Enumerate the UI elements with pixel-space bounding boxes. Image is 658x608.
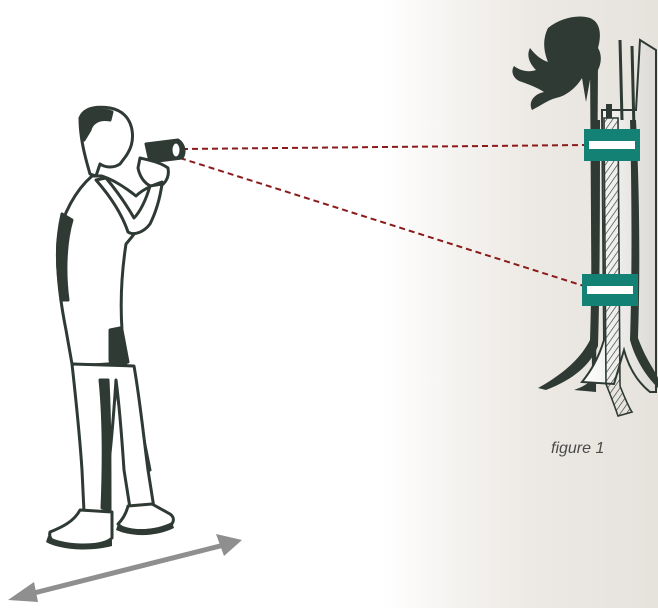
upper-marker	[584, 129, 640, 161]
tree-trunk-icon	[512, 16, 658, 416]
upper-sight-line	[182, 145, 586, 149]
man-with-sighting-instrument-icon	[46, 107, 184, 549]
sight-lines	[180, 145, 586, 286]
lower-sight-line	[180, 158, 584, 286]
lower-marker	[582, 274, 638, 306]
double-headed-arrow-icon	[8, 534, 242, 602]
figure-caption: figure 1	[551, 440, 604, 458]
tree-foliage	[512, 16, 600, 110]
